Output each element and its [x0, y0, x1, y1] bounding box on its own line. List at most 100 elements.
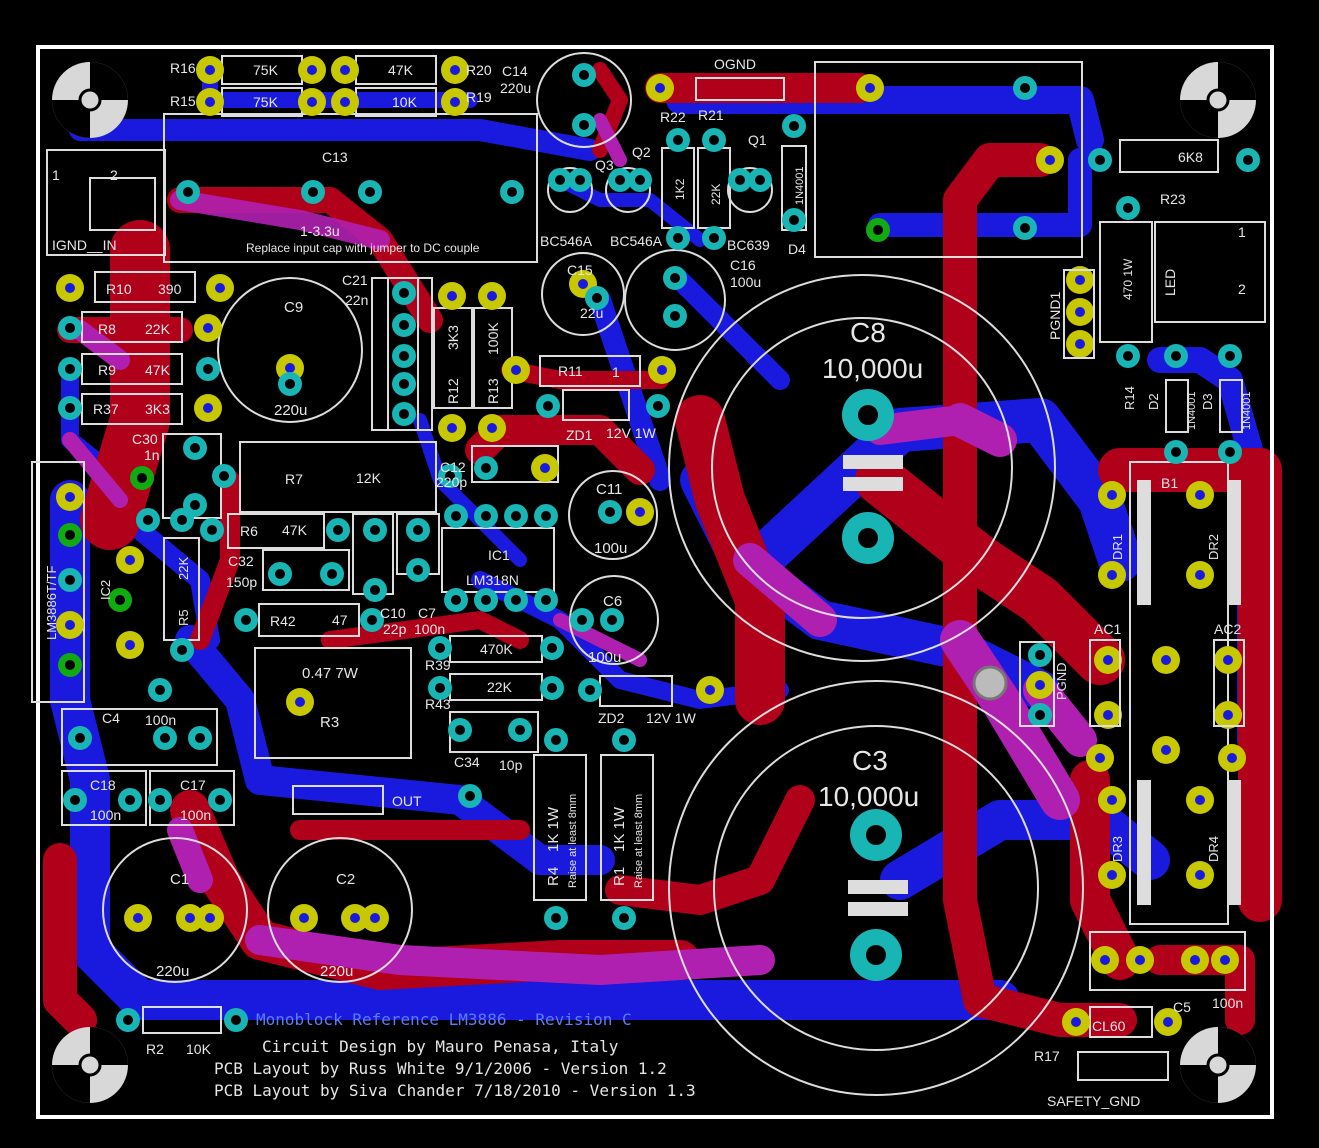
drill-hole [1020, 223, 1030, 233]
drill-hole [307, 97, 317, 107]
label-r39: R39 [425, 657, 451, 673]
label-r6-val: 47K [282, 522, 308, 538]
label-c30: C30 [132, 431, 158, 447]
label-r4: R4 [545, 867, 562, 886]
label-d2: D2 [1146, 393, 1161, 410]
label-c5: C5 [1173, 999, 1191, 1015]
label-bc546a-2: BC546A [610, 233, 663, 249]
label-r12-val: 3K3 [445, 325, 461, 350]
label-r42-val: 47 [332, 612, 348, 628]
drill-hole [511, 595, 521, 605]
label-r19: R19 [466, 89, 492, 105]
label-c32-val: 150p [226, 574, 257, 590]
drill-hole [670, 273, 680, 283]
label-r8-val: 22K [145, 321, 171, 337]
label-r9: R9 [98, 362, 116, 378]
drill-hole [579, 120, 589, 130]
title-line-4: PCB Layout by Siva Chander 7/18/2010 - V… [214, 1081, 696, 1100]
drill-hole [160, 733, 170, 743]
drill-hole [340, 97, 350, 107]
label-c8-val: 10,000u [822, 353, 923, 384]
drill-hole [125, 555, 135, 565]
drill-hole [370, 913, 380, 923]
drill-hole [575, 175, 585, 185]
label-c10-val: 22p [383, 621, 407, 637]
drill-hole [215, 795, 225, 805]
drill-hole [1161, 745, 1171, 755]
drill-hole [1103, 655, 1113, 665]
label-c9-val: 220u [274, 402, 307, 419]
drill-hole [709, 135, 719, 145]
label-c13: C13 [322, 149, 348, 165]
drill-hole [673, 135, 683, 145]
drill-hole [399, 288, 409, 298]
label-r20-val: 47K [388, 62, 414, 78]
drill-hole [115, 595, 125, 605]
label-dr1: DR1 [1110, 534, 1125, 560]
drill-hole [481, 595, 491, 605]
drill-hole [299, 913, 309, 923]
label-c18: C18 [90, 777, 116, 793]
c2-outline [267, 837, 413, 983]
title-line-3: PCB Layout by Russ White 9/1/2006 - Vers… [214, 1059, 667, 1078]
drill-hole [1071, 1017, 1081, 1027]
label-j1-pin2: 2 [110, 167, 118, 183]
drill-hole [203, 364, 213, 374]
label-r11: R11 [558, 363, 583, 379]
label-c34: C34 [454, 754, 480, 770]
drill-hole [1075, 307, 1085, 317]
drill-hole [515, 725, 525, 735]
drill-hole [592, 293, 602, 303]
label-r16-val: 75K [253, 62, 279, 78]
drill-hole [1045, 155, 1055, 165]
c3-outline [668, 680, 1084, 1096]
label-q3: Q3 [595, 157, 614, 173]
label-r3: R3 [320, 714, 339, 731]
drill-hole [399, 320, 409, 330]
mounting-hole [52, 1027, 128, 1103]
drill-hole [275, 569, 285, 579]
label-ignd-in: IGND__IN [52, 237, 117, 253]
drill-hole [451, 595, 461, 605]
label-d2-part: 1N4001 [1186, 391, 1198, 430]
drill-hole [451, 511, 461, 521]
mounting-holes [52, 62, 1256, 1103]
drill-hole [865, 83, 875, 93]
label-c30-val: 1n [144, 447, 160, 463]
drill-hole [1195, 490, 1205, 500]
label-c16: C16 [730, 257, 756, 273]
drill-hole [1103, 710, 1113, 720]
drill-hole [205, 913, 215, 923]
drill-hole [205, 97, 215, 107]
drill-hole [487, 423, 497, 433]
c8-inner-outline [711, 317, 1013, 619]
drill-hole [1123, 203, 1133, 213]
label-ac1: AC1 [1094, 621, 1121, 637]
drill-hole [551, 735, 561, 745]
label-d4: D4 [788, 241, 806, 257]
drill-hole [1223, 655, 1233, 665]
label-c4-val: 100n [145, 712, 176, 728]
label-r13-val: 100K [485, 322, 501, 355]
label-r6: R6 [240, 523, 258, 539]
c16-outline [624, 249, 726, 351]
drill-hole [543, 401, 553, 411]
label-r20: R20 [466, 62, 492, 78]
label-ic1-part: LM318N [466, 572, 519, 588]
header-outline [695, 77, 785, 101]
label-zd1-val: 12V 1W [606, 425, 657, 441]
label-j2-pin2: 2 [1238, 281, 1246, 297]
label-c2-val: 220u [320, 963, 353, 980]
drill-hole [1123, 351, 1133, 361]
drill-hole [481, 511, 491, 521]
mounting-hole [1180, 1027, 1256, 1103]
label-d3: D3 [1200, 393, 1215, 410]
label-r4-val: 1K 1W [545, 806, 562, 852]
drill-hole [207, 525, 217, 535]
drill-hole [735, 175, 745, 185]
drill-hole [1161, 655, 1171, 665]
drill-hole [577, 615, 587, 625]
label-ic1: IC1 [488, 547, 510, 563]
drill-hole [1227, 753, 1237, 763]
